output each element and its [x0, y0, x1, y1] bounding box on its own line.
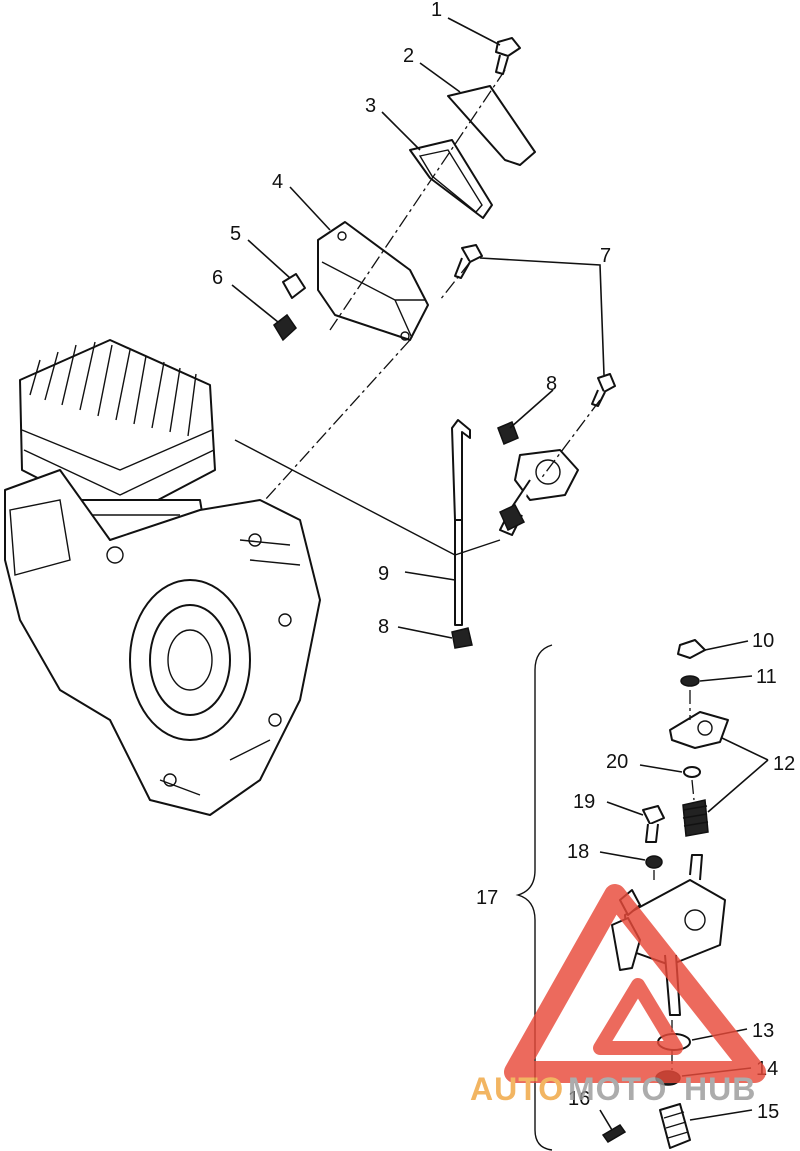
hose-part-9 — [451, 419, 471, 626]
nut-part-10 — [677, 639, 706, 659]
callout-12: 12 — [773, 753, 795, 775]
callout-9: 9 — [378, 563, 389, 585]
callout-18: 18 — [567, 841, 589, 863]
callout-10: 10 — [752, 630, 774, 652]
callout-3: 3 — [365, 95, 376, 117]
gear-part-15 — [659, 1103, 691, 1149]
watermark-triangle-inner — [593, 978, 683, 1055]
callout-5: 5 — [230, 223, 241, 245]
bolt-part-7a — [454, 244, 483, 279]
pin-part-16 — [601, 1124, 627, 1143]
cover-plate-part-2 — [447, 85, 536, 166]
callout-17: 17 — [476, 887, 498, 909]
watermark-triangle-outer — [504, 884, 766, 1083]
engine-block — [4, 339, 321, 816]
spring-part-12 — [682, 799, 709, 837]
callout-1: 1 — [431, 0, 442, 21]
bolt-part-1 — [495, 37, 521, 75]
gasket-part-3 — [409, 139, 493, 219]
callout-8-upper: 8 — [546, 373, 557, 395]
cover-part-4 — [317, 221, 429, 341]
lever-part-12 — [669, 711, 729, 749]
callout-16: 16 — [568, 1088, 590, 1110]
clamp-part-8-upper — [497, 421, 519, 445]
callout-4: 4 — [272, 171, 283, 193]
washer-part-11 — [680, 675, 700, 687]
callout-8-lower: 8 — [378, 616, 389, 638]
callout-20: 20 — [606, 751, 628, 773]
watermark-text-moto: MOTO — [568, 1071, 667, 1107]
grommet-part-5 — [282, 273, 306, 299]
callout-7: 7 — [600, 245, 611, 267]
clamp-part-8-lower — [451, 627, 473, 649]
pump-bracket-area — [234, 244, 616, 649]
callout-11: 11 — [756, 666, 777, 688]
spacer-part-6 — [273, 313, 297, 342]
callout-2: 2 — [403, 45, 414, 67]
washer-part-18 — [645, 855, 663, 869]
callout-15: 15 — [757, 1101, 779, 1123]
callout-13: 13 — [752, 1020, 774, 1042]
callout-6: 6 — [212, 267, 223, 289]
watermark-text-auto: AUTO — [470, 1071, 564, 1107]
bolt-part-7b — [591, 373, 616, 407]
callout-19: 19 — [573, 791, 595, 813]
watermark-text-hub: HUB — [684, 1071, 756, 1107]
callout-numbers: 1 2 3 4 5 6 7 8 9 8 10 11 12 20 19 18 17… — [212, 0, 795, 1123]
washer-part-20 — [683, 766, 701, 778]
cover-assembly — [264, 37, 536, 501]
bolt-part-19 — [642, 805, 665, 843]
pump-upper-body — [499, 449, 579, 536]
watermark-logo: AUTO MOTO HUB — [470, 884, 766, 1107]
bracket-17 — [515, 644, 553, 1151]
